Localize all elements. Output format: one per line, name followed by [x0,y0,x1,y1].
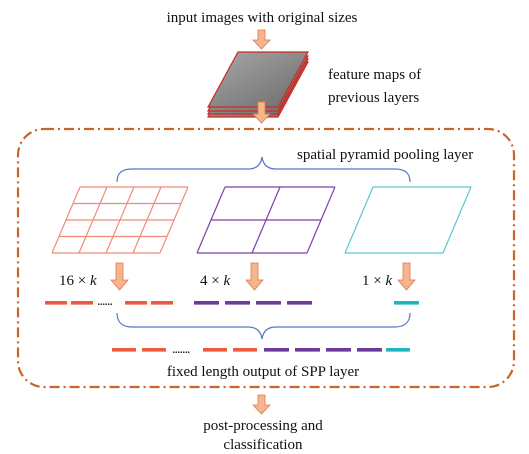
top-brace [116,156,411,183]
feature-segment [394,301,419,305]
arrow-down-icon [397,262,416,291]
ellipsis: ...... [97,294,113,309]
arrow-down-icon [110,262,129,291]
feature-segment [151,301,173,305]
spp-layer-label: spatial pyramid pooling layer [297,147,473,163]
feature-segment [45,301,67,305]
bin-4-label: 4 × k [200,273,230,289]
feature-segment [225,301,250,305]
classification-label: classification [223,437,303,453]
feature-segment [203,348,227,352]
grid-line [344,186,374,254]
feature-segment [142,348,166,352]
arrow-down-icon [252,394,271,415]
grid-line [159,186,189,254]
feature-segment [386,348,410,352]
grid-1-bin [344,186,472,254]
feature-segment [295,348,320,352]
grid-line [132,186,162,254]
spp-layer-border [16,127,516,389]
input-label: input images with original sizes [167,10,358,26]
feature-segment [326,348,351,352]
feature-segment [287,301,312,305]
grid-16-bins [51,186,189,254]
feature-segment [112,348,136,352]
feature-maps-label: feature maps of [328,67,421,83]
arrow-down-icon [245,262,264,291]
feature-segment [256,301,281,305]
post-processing-label: post-processing and [203,418,323,434]
feature-segment [357,348,382,352]
bin-1-label: 1 × k [362,273,392,289]
arrow-down-icon [252,101,271,124]
ellipsis: ....... [172,342,190,357]
grid-4-bins [196,186,336,254]
feature-map-stack [206,51,310,118]
bottom-brace [116,312,411,340]
arrow-down-icon [252,29,271,50]
feature-segment [71,301,93,305]
grid-line [306,186,336,254]
segments-row-2 [112,348,410,352]
feature-segment [194,301,219,305]
grid-line [442,186,472,254]
feature-segment [264,348,289,352]
previous-layers-label: previous layers [328,90,419,106]
output-label: fixed length output of SPP layer [167,364,359,380]
feature-map-layer [206,51,310,108]
feature-segment [125,301,147,305]
segments-row-1 [45,301,419,305]
bin-16-label: 16 × k [59,273,97,289]
feature-segment [233,348,257,352]
